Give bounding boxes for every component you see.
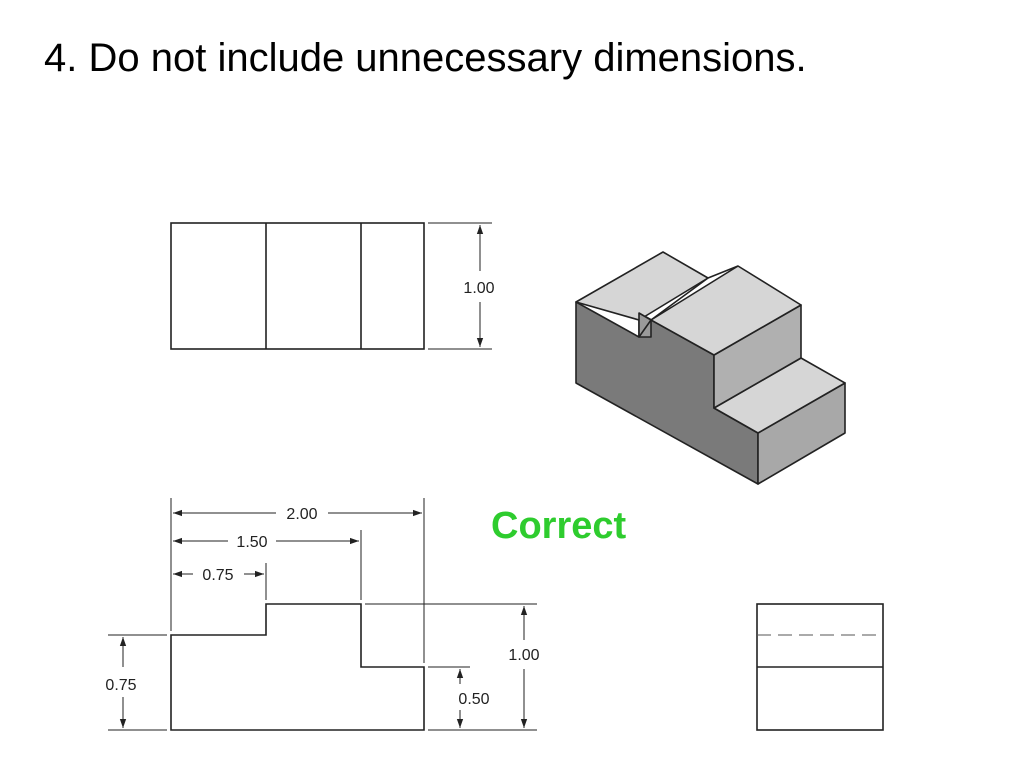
side-view [756,603,884,731]
isometric-view [575,251,846,485]
iso-step-edge [638,265,739,338]
dimension-label-overall-height: 1.00 [508,647,539,664]
iso-inner-riser [638,312,652,338]
top-view-depth-dimension [428,222,492,350]
dimension-label-right-height: 0.50 [458,691,489,708]
front-view-extension-lines [108,498,537,731]
dimension-label-depth: 1.00 [463,280,494,297]
dimension-label-left-height: 0.75 [105,677,136,694]
iso-tall-top [650,265,802,356]
dimension-label-step-right: 1.50 [236,534,267,551]
front-view [170,603,425,731]
status-label-correct: Correct [491,505,626,547]
dimension-label-overall-width: 2.00 [286,506,317,523]
dimension-label-step-left: 0.75 [202,567,233,584]
front-view-outline [170,603,425,731]
slide-title: 4. Do not include unnecessary dimensions… [44,36,807,80]
top-view-outline [170,222,425,350]
top-view [170,222,425,350]
